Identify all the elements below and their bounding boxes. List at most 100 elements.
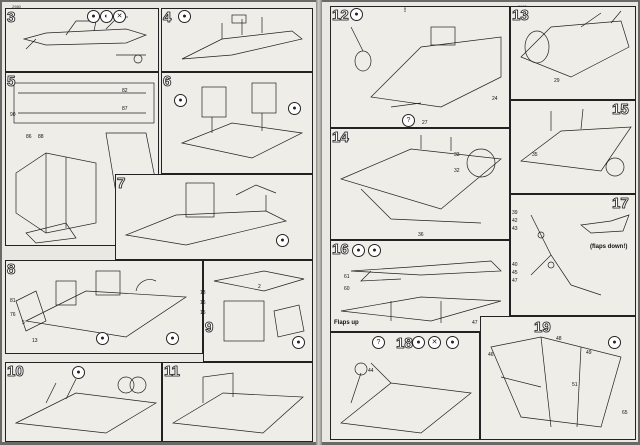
part-label: 81: [10, 298, 16, 304]
step-7-number: 7: [117, 175, 126, 192]
paint-icon: ●: [276, 234, 289, 247]
part-label: 90: [10, 112, 16, 118]
part-label: 86: [26, 134, 32, 140]
step-13-panel: [510, 6, 636, 100]
part-label: 40: [512, 262, 518, 268]
part-label: 48: [556, 336, 562, 342]
paint-icon: ●: [368, 244, 381, 257]
part-label: 51: [572, 382, 578, 388]
part-label: 45: [512, 270, 518, 276]
part-label: 46: [488, 352, 494, 358]
step-11-panel: [162, 362, 313, 442]
paint-icon: ●: [288, 102, 301, 115]
part-label: 5: [22, 320, 25, 326]
part-label: 43: [512, 226, 518, 232]
part-label: 32: [454, 168, 460, 174]
step-10-drawing: [14, 376, 158, 434]
step-10-number: 10: [7, 363, 24, 380]
part-label: 27: [422, 120, 428, 126]
part-label: 18: [200, 290, 206, 296]
part-label: 87: [122, 106, 128, 112]
part-label: 2: [258, 284, 261, 290]
step-14-number: 14: [332, 129, 349, 146]
no-glue-icon: ✕: [428, 336, 441, 349]
no-glue-icon: ✕: [113, 10, 126, 23]
part-label: 35: [532, 152, 538, 158]
step-15-panel: [510, 100, 636, 194]
part-label: 82: [122, 88, 128, 94]
step-13-number: 13: [512, 7, 529, 24]
question-icon: ?: [372, 336, 385, 349]
step-14-panel: [330, 128, 510, 240]
part-label: 47: [472, 320, 478, 326]
paint-icon: ●: [352, 244, 365, 257]
step-5-number: 5: [7, 73, 16, 90]
step-7-panel: [115, 174, 313, 260]
step-8-drawing: [15, 270, 188, 338]
step-5-drawing: [13, 82, 157, 244]
paint-icon: ●: [412, 336, 425, 349]
part-label: 88: [38, 134, 44, 140]
step-6-panel: [161, 72, 313, 174]
step-15-drawing: [520, 108, 632, 177]
step-4-drawing: [181, 14, 303, 60]
part-label: 47: [512, 278, 518, 284]
flaps-up-note: Flaps up: [334, 320, 359, 326]
step-13-drawing: [520, 10, 630, 78]
step-17-drawing: [530, 214, 630, 296]
step-11-drawing: [171, 372, 304, 434]
part-label: 33: [454, 152, 460, 158]
step-4-number: 4: [163, 9, 172, 26]
step-6-drawing: [180, 82, 304, 159]
attention-mark: !: [404, 8, 406, 14]
step-19-number: 19: [534, 319, 551, 336]
paint-icon: ●: [608, 336, 621, 349]
part-label: 76: [10, 312, 16, 318]
part-label: 13: [32, 338, 38, 344]
part-label: 61: [344, 274, 350, 280]
step-15-number: 15: [612, 101, 629, 118]
paint-icon: ●: [96, 332, 109, 345]
step-3-drawing: [22, 16, 148, 64]
part-label: 49: [586, 350, 592, 356]
left-page-code: 2980: [12, 4, 21, 9]
step-16-drawing: [340, 260, 502, 323]
paint-icon: ●: [174, 94, 187, 107]
step-3-number: 3: [7, 9, 16, 26]
part-label: 29: [554, 78, 560, 84]
step-16-number: 16: [332, 241, 349, 258]
step-18-number: 18: [396, 335, 413, 352]
step-12-drawing: [350, 26, 502, 108]
flaps-down-note: (flaps down!): [590, 244, 628, 250]
glue-icon: ◐: [100, 10, 113, 23]
step-7-drawing: [124, 182, 288, 246]
paint-icon: ●: [87, 10, 100, 23]
step-17-panel: [510, 194, 636, 316]
page-fold: [316, 0, 322, 445]
part-label: 44: [368, 368, 374, 374]
step-9-drawing: [213, 270, 305, 342]
part-label: 15: [200, 310, 206, 316]
step-6-number: 6: [163, 73, 172, 90]
step-12-panel: [330, 6, 510, 128]
part-label: 36: [418, 232, 424, 238]
left-page: 2980 PAGE 6 3 ● ◐ ✕ 4 ●: [2, 2, 316, 442]
step-19-drawing: [490, 336, 622, 428]
step-11-number: 11: [164, 363, 181, 380]
part-label: 60: [344, 286, 350, 292]
paint-icon: ●: [166, 332, 179, 345]
paint-icon: ●: [350, 8, 363, 21]
step-19-panel: [480, 316, 636, 440]
step-14-drawing: [339, 135, 502, 224]
step-8-number: 8: [7, 261, 16, 278]
paint-icon: ●: [178, 10, 191, 23]
part-label: 42: [512, 218, 518, 224]
paint-icon: ●: [72, 366, 85, 379]
question-icon: ?: [402, 114, 415, 127]
paint-icon: ●: [446, 336, 459, 349]
step-17-number: 17: [612, 195, 629, 212]
step-18-panel: [330, 332, 480, 440]
part-label: 65: [622, 410, 628, 416]
part-label: 16: [200, 300, 206, 306]
